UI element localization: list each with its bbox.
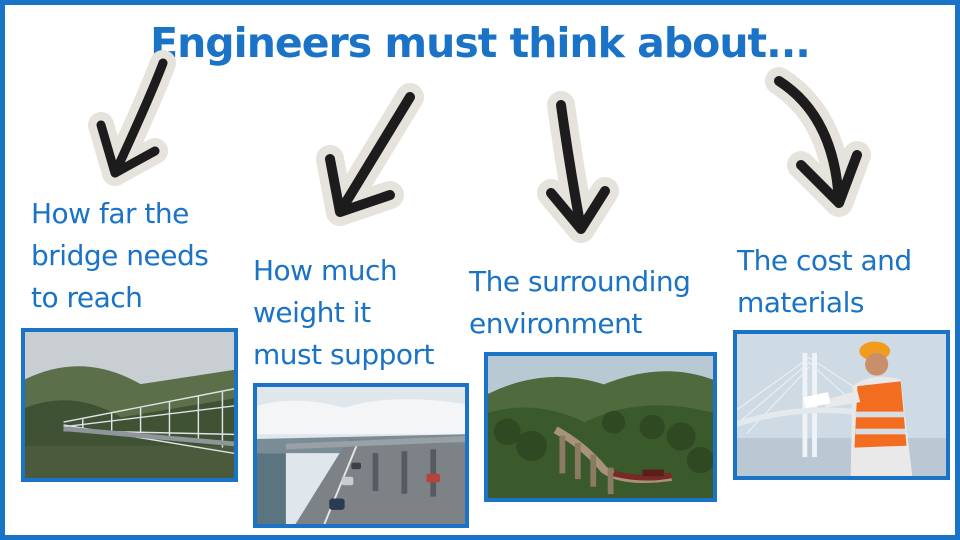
highway-bridge-traffic-photo: [253, 383, 469, 528]
caption-weight: How much weight it must support: [253, 254, 435, 371]
caption-cost-materials: The cost and materials: [737, 244, 912, 319]
suspension-footbridge-photo: [21, 328, 238, 482]
slide-title: Engineers must think about...: [150, 19, 811, 67]
hand-drawn-arrow-down-icon: [533, 91, 621, 243]
caption-distance: How far the bridge needs to reach: [31, 197, 209, 314]
engineer-cable-bridge-photo: [733, 330, 950, 480]
train-viaduct-forest-photo: [484, 352, 717, 502]
caption-environment: The surrounding environment: [469, 265, 691, 340]
hand-drawn-arrow-down-right-icon: [765, 67, 875, 217]
hand-drawn-arrow-down-left-icon: [310, 83, 425, 227]
hand-drawn-arrow-down-left-icon: [88, 50, 183, 186]
